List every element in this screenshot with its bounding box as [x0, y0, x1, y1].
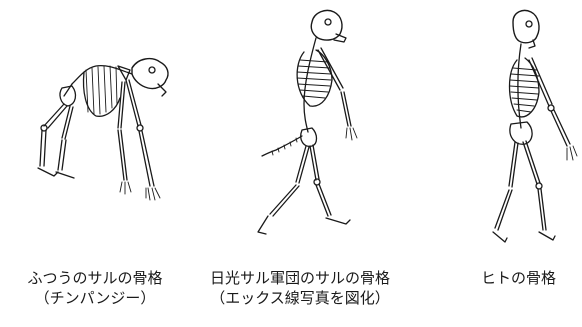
human-panel: ヒトの骨格 — [455, 0, 582, 327]
caption-line-1: ふつうのサルの骨格 — [0, 268, 190, 288]
caption-line-2: （チンパンジー） — [0, 288, 190, 308]
caption-line-1: ヒトの骨格 — [455, 268, 582, 288]
chimpanzee-panel: ふつうのサルの骨格 （チンパンジー） — [0, 0, 190, 327]
nikko-monkey-skeleton-icon — [200, 0, 400, 260]
human-skeleton-icon — [455, 0, 582, 260]
nikko-monkey-caption: 日光サル軍団のサルの骨格 （エックス線写真を図化） — [200, 268, 400, 308]
nikko-monkey-panel: 日光サル軍団のサルの骨格 （エックス線写真を図化） — [200, 0, 400, 327]
caption-line-2: （エックス線写真を図化） — [200, 288, 400, 308]
chimpanzee-caption: ふつうのサルの骨格 （チンパンジー） — [0, 268, 190, 308]
caption-line-1: 日光サル軍団のサルの骨格 — [200, 268, 400, 288]
human-caption: ヒトの骨格 — [455, 268, 582, 288]
chimpanzee-skeleton-icon — [0, 0, 190, 260]
